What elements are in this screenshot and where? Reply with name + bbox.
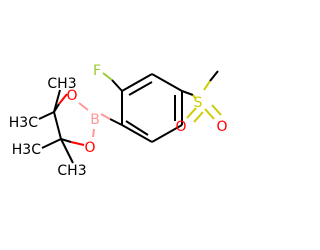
bond-o2-c: [70, 141, 85, 146]
bond-c-b: [109, 118, 123, 126]
bond-c-f-colored: [102, 72, 113, 81]
bond-s-o3-inner: [193, 111, 204, 123]
bond-c-methyl-upper-left: [38, 111, 55, 120]
bond-b-o1: [78, 102, 89, 111]
bond-ring-3: [151, 124, 183, 143]
atom-o-sulfonyl-right: O: [216, 119, 227, 135]
methyl-label-upper-left: H3C: [9, 115, 38, 131]
bond-o1-c: [58, 93, 68, 105]
atom-b: B: [90, 112, 100, 128]
bond-c-s: [181, 90, 194, 96]
structure-canvas: F B O O S O O H3C H3C CH3 CH3: [9, 63, 228, 179]
bond-b-o2: [92, 128, 95, 138]
bond-c-s-colored: [192, 94, 197, 100]
atom-labels: F B O O S O O H3C H3C CH3 CH3: [9, 63, 228, 179]
methyl-label-lower-left: H3C: [12, 142, 41, 158]
bond-s-o3: [186, 107, 197, 119]
methyl-label-upper: CH3: [47, 76, 76, 92]
bond-s-o4-inner: [211, 104, 222, 116]
bond-s-ch3-black: [209, 70, 219, 82]
atom-o-sulfonyl-left: O: [175, 119, 186, 135]
bond-ring-4: [121, 124, 153, 143]
molecule-diagram: F B O O S O O H3C H3C CH3 CH3: [9, 63, 228, 179]
bond-ring-4-inner: [125, 120, 149, 136]
bond-ring-1: [151, 73, 183, 92]
bonds: [38, 70, 222, 164]
atom-s: S: [194, 95, 203, 111]
atom-f: F: [93, 63, 101, 79]
methyl-label-lower: CH3: [57, 163, 86, 179]
bond-c-methyl-upper: [53, 89, 61, 113]
bond-s-o4: [204, 108, 215, 120]
bond-c-c: [53, 111, 62, 140]
bond-c-b-colored: [100, 113, 111, 120]
bond-s-ch3: [203, 80, 211, 91]
atom-o-lower: O: [84, 140, 95, 156]
bond-c-methyl-lower: [60, 138, 74, 164]
atom-o-upper: O: [66, 88, 77, 104]
bond-ring-6: [121, 73, 153, 92]
bond-ring-6-inner: [128, 81, 153, 96]
bond-c-f: [111, 79, 123, 92]
bond-c-methyl-lower-left: [41, 138, 62, 149]
bond-o2-c-black: [60, 138, 72, 143]
